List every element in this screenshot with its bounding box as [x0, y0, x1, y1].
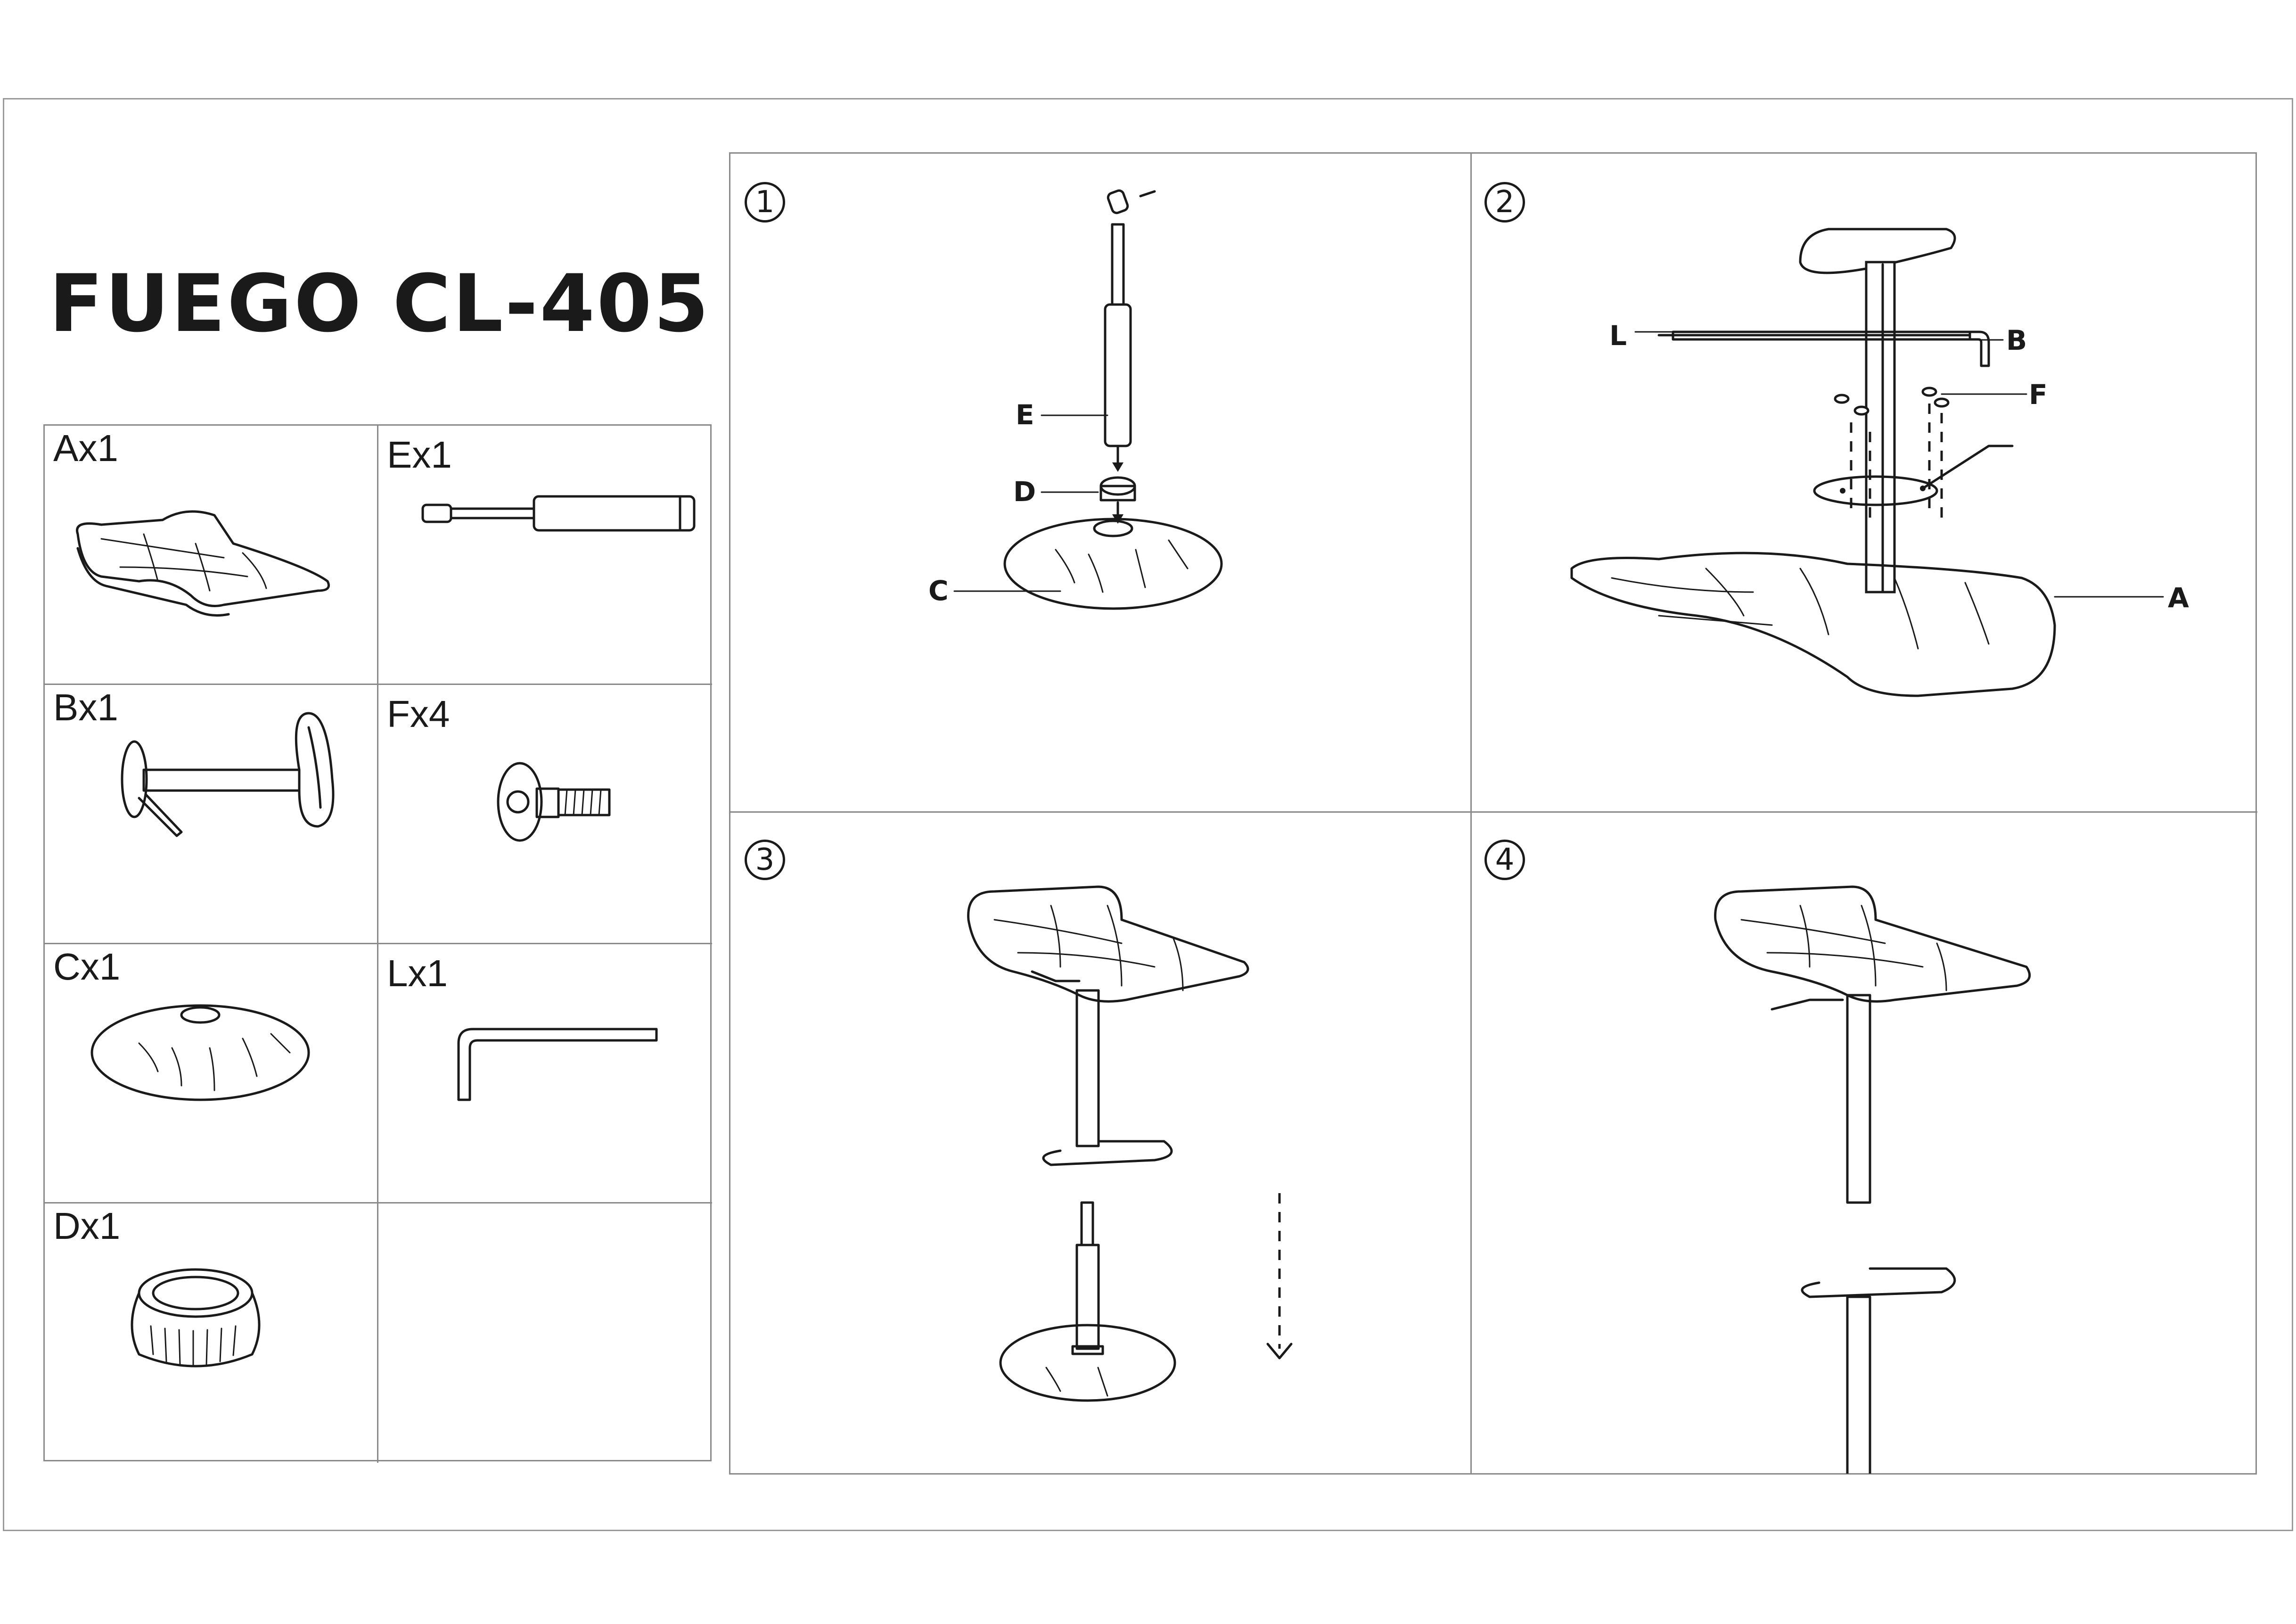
assembly-steps: 1 E D C 2 [729, 152, 2257, 1475]
step-2: 2 L B F A [1470, 154, 2257, 811]
product-title: FUEGO CL-405 [49, 257, 711, 350]
part-label: Ex1 [387, 434, 452, 476]
callout-l: L [1609, 320, 1627, 352]
step-number: 3 [745, 840, 785, 880]
part-cell-f: Fx4 [378, 685, 712, 944]
base-plate-icon [90, 1004, 310, 1101]
step-number: 1 [745, 182, 785, 223]
part-cell-d: Dx1 [45, 1204, 378, 1463]
step-1: 1 E D C [730, 154, 1470, 811]
step-4-illustration [1714, 885, 2031, 1474]
parts-list: Ax1 Ex1 Bx1 Fx4 [43, 424, 712, 1463]
column-footrest-icon [121, 712, 335, 837]
step-3: 3 [730, 811, 1470, 1474]
part-label: Lx1 [387, 952, 448, 994]
screw-icon [497, 762, 611, 842]
callout-a: A [2168, 582, 2189, 614]
part-cell-c: Cx1 [45, 944, 378, 1204]
part-cell-empty [378, 1204, 712, 1463]
part-cell-a: Ax1 [45, 426, 378, 685]
instruction-sheet [3, 98, 2293, 1531]
part-label: Bx1 [53, 686, 118, 728]
step-4: 4 [1470, 811, 2257, 1474]
allen-key-icon [457, 1028, 658, 1101]
step-1-illustration [953, 189, 1223, 610]
seat-icon [76, 510, 330, 617]
part-cell-e: Ex1 [378, 426, 712, 685]
part-label: Ax1 [53, 427, 118, 469]
callout-e: E [1016, 399, 1034, 431]
step-2-illustration [1570, 228, 2056, 697]
base-ring-icon [131, 1268, 261, 1368]
step-divider-vertical [1470, 154, 1472, 1474]
callout-b: B [2006, 324, 2027, 356]
step-number: 4 [1484, 840, 1525, 880]
callout-d: D [1013, 476, 1036, 508]
part-label: Fx4 [387, 693, 450, 735]
callout-f: F [2029, 379, 2048, 411]
step-number: 2 [1484, 182, 1525, 223]
step-3-illustration [967, 885, 1293, 1402]
gas-cylinder-icon [421, 495, 696, 532]
callout-c: C [928, 575, 949, 607]
part-cell-l: Lx1 [378, 944, 712, 1204]
part-cell-b: Bx1 [45, 685, 378, 944]
step-divider-horizontal [730, 811, 2257, 813]
part-label: Dx1 [53, 1205, 121, 1247]
part-label: Cx1 [53, 946, 121, 988]
